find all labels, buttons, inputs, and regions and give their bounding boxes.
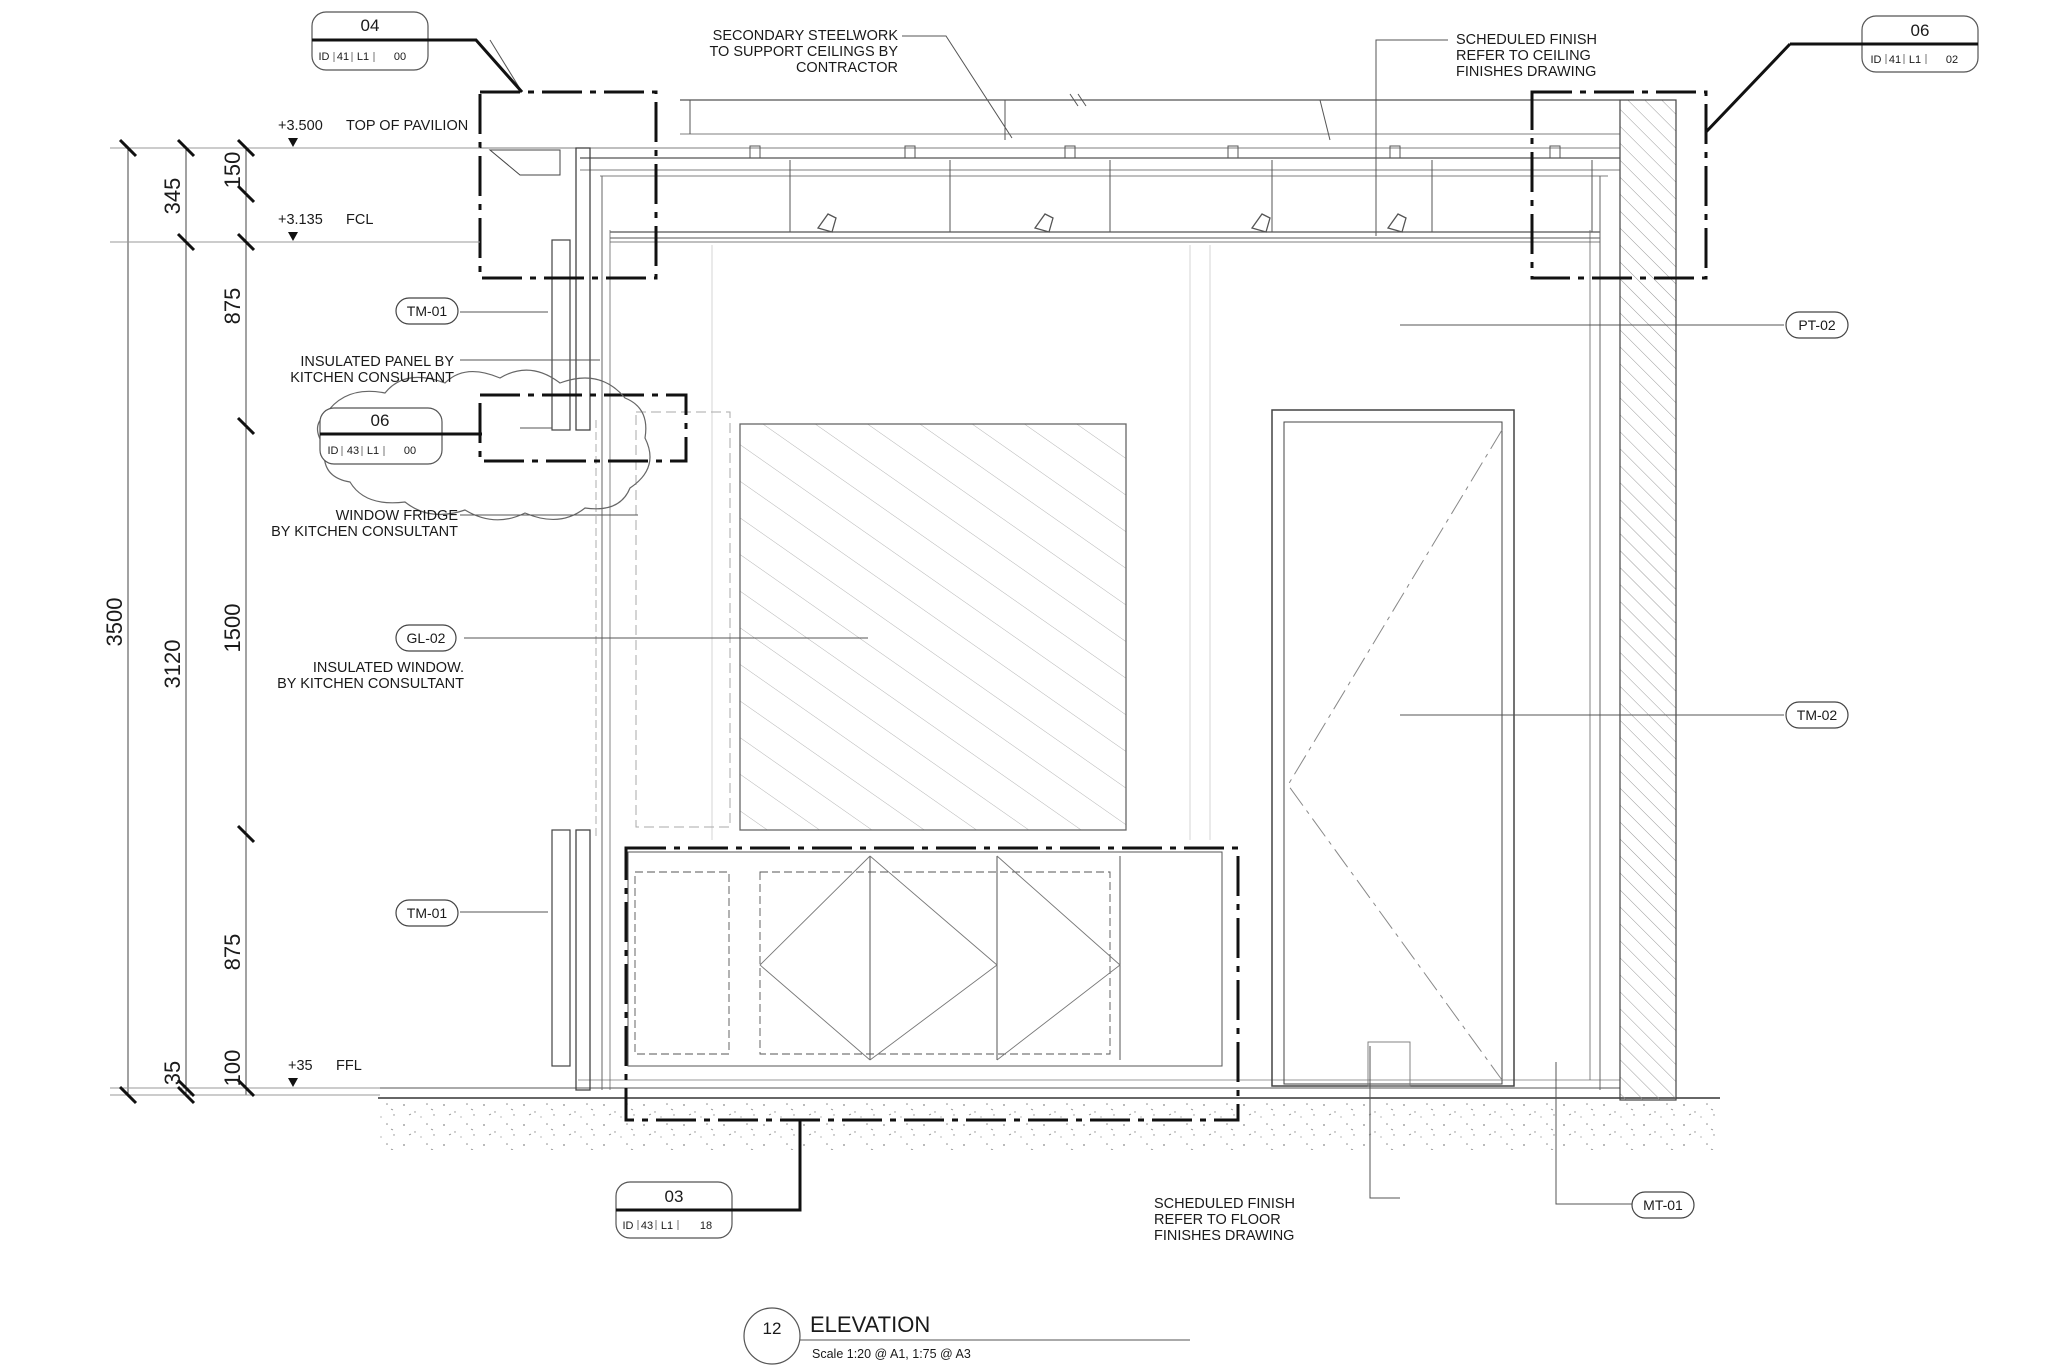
svg-text:43: 43 — [641, 1220, 653, 1232]
insulated-panel-wall — [488, 147, 597, 1091]
room-outline — [601, 176, 1601, 1090]
svg-text:ID: ID — [623, 1220, 634, 1232]
svg-text:L1: L1 — [357, 51, 369, 63]
svg-text:00: 00 — [404, 445, 416, 457]
svg-text:REFER TO CEILING: REFER TO CEILING — [1456, 48, 1591, 64]
coolroom-door — [1271, 409, 1515, 1087]
svg-text:41: 41 — [1889, 54, 1901, 66]
svg-text:TM-01: TM-01 — [407, 303, 448, 319]
tag-pt02[interactable]: PT-02 — [1785, 311, 1849, 339]
detail-bubble-03[interactable]: 03 ID 43 L1 18 — [615, 1181, 734, 1239]
svg-text:SECONDARY STEELWORK: SECONDARY STEELWORK — [713, 28, 899, 44]
svg-text:PT-02: PT-02 — [1798, 317, 1836, 333]
svg-text:ID: ID — [328, 445, 339, 457]
svg-text:REFER TO FLOOR: REFER TO FLOOR — [1154, 1212, 1281, 1228]
tag-mt01[interactable]: MT-01 — [1631, 1191, 1695, 1219]
note-steelwork: SECONDARY STEELWORK TO SUPPORT CEILINGS … — [709, 28, 898, 76]
svg-text:03: 03 — [665, 1187, 684, 1206]
svg-text:FINISHES DRAWING: FINISHES DRAWING — [1154, 1228, 1294, 1244]
svg-text:SCHEDULED FINISH: SCHEDULED FINISH — [1456, 32, 1597, 48]
detail-bubble-06-left[interactable]: 06 ID 43 L1 00 — [319, 407, 482, 465]
level-top-pavilion-elev: +3.500 — [278, 118, 323, 134]
svg-text:MT-01: MT-01 — [1643, 1197, 1683, 1213]
ceiling-structure — [480, 93, 1620, 243]
note-insulated-panel: INSULATED PANEL BY KITCHEN CONSULTANT — [290, 354, 454, 386]
tag-tm02[interactable]: TM-02 — [1785, 701, 1849, 729]
dim-overall: 3500 — [102, 598, 127, 647]
detail-bubble-04[interactable]: 04 ID 41 L1 00 — [311, 11, 440, 71]
tag-tm01-bottom[interactable]: TM-01 — [395, 899, 459, 927]
svg-text:BY KITCHEN CONSULTANT: BY KITCHEN CONSULTANT — [277, 676, 464, 692]
floor-slab — [378, 1079, 1720, 1150]
detail-bubble-06-top[interactable]: 06 ID 41 L1 02 — [1824, 15, 1979, 73]
structural-wall — [1619, 99, 1677, 1101]
note-ceiling-finish: SCHEDULED FINISH REFER TO CEILING FINISH… — [1456, 32, 1597, 80]
tag-tm01-top[interactable]: TM-01 — [395, 297, 459, 325]
svg-text:41: 41 — [337, 51, 349, 63]
dim-1500: 1500 — [220, 604, 245, 653]
svg-text:TO SUPPORT CEILINGS BY: TO SUPPORT CEILINGS BY — [709, 44, 898, 60]
detail-callout-boxes — [478, 90, 1708, 1122]
svg-text:SCHEDULED FINISH: SCHEDULED FINISH — [1154, 1196, 1295, 1212]
title-text: ELEVATION — [810, 1312, 930, 1337]
svg-text:TM-01: TM-01 — [407, 905, 448, 921]
svg-text:BY KITCHEN CONSULTANT: BY KITCHEN CONSULTANT — [271, 524, 458, 540]
drawing-title-block: 12 ELEVATION Scale 1:20 @ A1, 1:75 @ A3 — [743, 1307, 1190, 1365]
svg-text:INSULATED PANEL BY: INSULATED PANEL BY — [300, 354, 454, 370]
svg-text:43: 43 — [347, 445, 359, 457]
level-fcl-label: FCL — [346, 212, 373, 228]
dimension-labels: 3500 3120 345 35 150 875 1500 875 100 — [102, 152, 245, 1087]
svg-text:ID: ID — [319, 51, 330, 63]
revision-cloud — [316, 369, 651, 521]
note-window-fridge: WINDOW FRIDGE BY KITCHEN CONSULTANT — [271, 508, 458, 540]
base-cabinets — [627, 851, 1223, 1067]
note-insulated-window: INSULATED WINDOW. BY KITCHEN CONSULTANT — [277, 660, 464, 692]
svg-text:KITCHEN CONSULTANT: KITCHEN CONSULTANT — [290, 370, 454, 386]
svg-text:WINDOW FRIDGE: WINDOW FRIDGE — [336, 508, 459, 524]
svg-text:02: 02 — [1946, 54, 1958, 66]
svg-text:L1: L1 — [1909, 54, 1921, 66]
dim-3120: 3120 — [160, 640, 185, 689]
dimension-lines — [110, 138, 480, 1105]
dim-150: 150 — [220, 152, 245, 189]
svg-text:00: 00 — [394, 51, 406, 63]
svg-text:04: 04 — [361, 16, 380, 35]
svg-text:TM-02: TM-02 — [1797, 707, 1838, 723]
svg-text:FINISHES DRAWING: FINISHES DRAWING — [1456, 64, 1596, 80]
tag-gl02[interactable]: GL-02 — [395, 624, 457, 652]
dim-35: 35 — [160, 1061, 185, 1085]
dim-875-top: 875 — [220, 288, 245, 325]
svg-text:L1: L1 — [367, 445, 379, 457]
svg-text:06: 06 — [1911, 21, 1930, 40]
svg-text:ID: ID — [1871, 54, 1882, 66]
svg-text:INSULATED WINDOW.: INSULATED WINDOW. — [313, 660, 464, 676]
svg-text:CONTRACTOR: CONTRACTOR — [796, 60, 898, 76]
title-scale: Scale 1:20 @ A1, 1:75 @ A3 — [812, 1347, 971, 1361]
title-number: 12 — [763, 1319, 782, 1338]
svg-text:L1: L1 — [661, 1220, 673, 1232]
level-ffl-elev: +35 — [288, 1058, 313, 1074]
note-floor-finish: SCHEDULED FINISH REFER TO FLOOR FINISHES… — [1154, 1196, 1295, 1244]
dim-875-bottom: 875 — [220, 934, 245, 971]
svg-text:18: 18 — [700, 1220, 712, 1232]
dim-345: 345 — [160, 178, 185, 215]
window-fridge — [635, 411, 1127, 831]
level-ffl-label: FFL — [336, 1058, 362, 1074]
level-markers: +3.500 TOP OF PAVILION +3.135 FCL +35 FF… — [278, 118, 468, 1087]
level-top-pavilion-label: TOP OF PAVILION — [346, 118, 468, 134]
svg-text:GL-02: GL-02 — [407, 630, 446, 646]
level-fcl-elev: +3.135 — [278, 212, 323, 228]
svg-text:06: 06 — [371, 411, 390, 430]
dim-100: 100 — [220, 1050, 245, 1087]
